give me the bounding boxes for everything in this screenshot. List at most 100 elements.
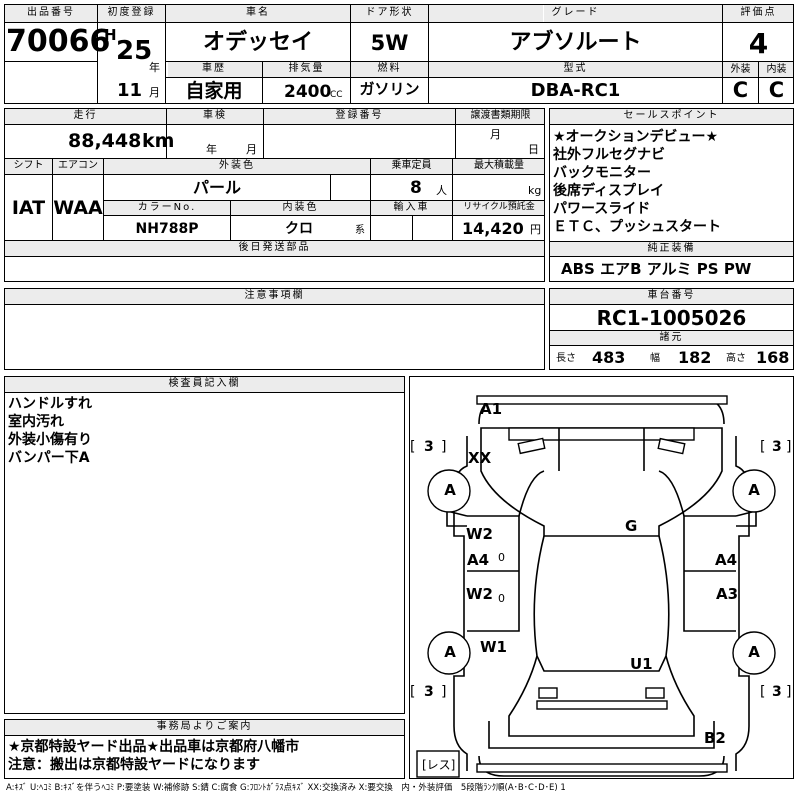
info-block	[4, 108, 545, 282]
tread-depth: 3	[424, 684, 434, 700]
chassis-block	[549, 288, 794, 370]
year-unit: 年	[149, 61, 160, 74]
import-label: 輸入車	[393, 202, 430, 213]
equipment: ABS エアB アルミ PS PW	[561, 260, 752, 278]
sales-point: ★オークションデビュー★	[553, 129, 719, 145]
header-block	[4, 4, 794, 104]
transfer-label: 譲渡書類期限	[470, 110, 531, 121]
damage-mark: XX	[468, 449, 492, 467]
era: H	[104, 26, 117, 44]
tire-mark: A	[748, 481, 760, 499]
history-label: 車歴	[202, 63, 226, 74]
ext-label: 外装	[730, 64, 751, 75]
colorno-label: カラーNo.	[137, 202, 197, 213]
ac: WAA	[53, 197, 103, 219]
fuel-label: 燃料	[377, 63, 402, 74]
car-outline	[416, 395, 776, 778]
door-label: ドア形状	[365, 7, 414, 18]
recycle-unit: 円	[530, 223, 541, 236]
reg-year: 25	[116, 36, 153, 66]
equipment-label: 純正装備	[647, 243, 696, 254]
inspector-note: バンパー下A	[8, 450, 90, 466]
intcolor-label: 内装色	[282, 202, 319, 213]
car-name-label: 車名	[246, 7, 270, 18]
inspection-year-unit: 年	[206, 143, 217, 156]
color-label: 外装色	[219, 160, 255, 171]
damage-mark: W2	[466, 585, 493, 603]
tread-bracket: ]	[786, 684, 792, 700]
spare-tire: [レス]	[422, 758, 456, 772]
tread-bracket: ]	[441, 439, 447, 455]
sales-point: 後席ディスプレイ	[553, 183, 665, 199]
length: 483	[592, 348, 626, 367]
damage-mark: A4	[715, 551, 738, 569]
specs-label: 諸元	[659, 332, 684, 343]
inspector-block	[4, 376, 405, 714]
ext-grade: C	[732, 78, 749, 102]
damage-diagram	[409, 376, 794, 779]
damage-mark: G	[625, 517, 638, 535]
sales-point: パワースライド	[553, 201, 651, 217]
tread-bracket: ]	[441, 684, 447, 700]
grade-label: グレード	[551, 7, 600, 18]
score: 4	[748, 27, 769, 60]
intcolor: クロ	[285, 221, 313, 237]
chassis-label: 車台番号	[647, 290, 696, 301]
sales-point: バックモニター	[553, 165, 651, 181]
caution-block	[4, 288, 545, 370]
damage-mark: U1	[630, 655, 653, 673]
score-label: 評価点	[740, 7, 777, 18]
capacity-label: 乗車定員	[391, 160, 432, 171]
height-label: 高さ	[726, 353, 746, 364]
chassis-number: RC1-1005026	[596, 306, 747, 330]
history: 自家用	[185, 80, 243, 102]
shift-label: シフト	[13, 160, 44, 171]
model-code: DBA-RC1	[530, 80, 621, 101]
office-line: ★京都特設ヤード出品★出品車は京都府八幡市	[8, 739, 300, 755]
inspection-label: 車検	[203, 110, 227, 121]
shift: IAT	[11, 197, 46, 219]
damage-mark: W2	[466, 525, 493, 543]
office-line: 注意：搬出は京都特設ヤードになります	[8, 757, 260, 773]
disp-unit: CC	[330, 90, 343, 100]
sales-point: 社外フルセグナビ	[553, 147, 665, 163]
disp-label: 排気量	[288, 63, 325, 74]
ac-label: エアコン	[58, 160, 98, 171]
office-label: 事務局よりご案内	[156, 721, 253, 732]
sales-points-label: セールスポイント	[623, 110, 720, 121]
damage-mark: W1	[480, 638, 507, 656]
door-type: 5W	[370, 31, 409, 55]
sales-point: ＥＴＣ、プッシュスタート	[553, 219, 721, 235]
month-unit: 月	[149, 86, 160, 99]
first-reg-label: 初度登録	[107, 7, 156, 18]
load-unit: kg	[528, 184, 542, 197]
sales-points-block	[549, 108, 794, 282]
color: パール	[192, 178, 241, 197]
later-parts-label: 後日発送部品	[238, 242, 311, 253]
recycle-fee: 14,420	[462, 219, 524, 238]
model-label: 型式	[563, 63, 588, 74]
damage-mark: A4	[467, 551, 490, 569]
tread-bracket: [	[760, 439, 766, 455]
transfer-month-unit: 月	[490, 128, 501, 141]
colorno: NH788P	[135, 221, 199, 237]
transfer-day-unit: 日	[528, 143, 539, 156]
mileage: 88,448	[68, 130, 142, 152]
lot-number: 70066	[6, 24, 111, 59]
width: 182	[678, 348, 712, 367]
capacity: 8	[410, 178, 422, 198]
tread-bracket: [	[760, 684, 766, 700]
width-label: 幅	[650, 353, 660, 364]
recycle-label: リサイクル預託金	[463, 202, 535, 212]
damage-mark: A1	[480, 400, 503, 418]
inspector-label: 検査員記入欄	[168, 378, 241, 389]
inspector-note: 室内汚れ	[8, 414, 64, 430]
reg-month: 11	[117, 80, 143, 101]
tread-bracket: [	[410, 684, 416, 700]
capacity-unit: 人	[436, 184, 447, 197]
intcolor-unit: 系	[355, 225, 365, 236]
tread-depth: 3	[772, 684, 782, 700]
caution-label: 注意事項欄	[244, 290, 305, 301]
damage-mark: B2	[704, 729, 726, 747]
mileage-label: 走行	[73, 110, 98, 121]
